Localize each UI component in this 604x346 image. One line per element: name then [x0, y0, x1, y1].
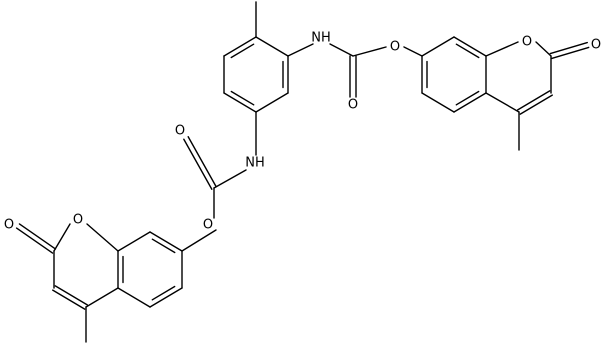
bond-ring5-c-o — [86, 223, 119, 252]
bond-nh-c-top — [329, 43, 354, 57]
bond-ring4-ab-inner — [151, 238, 176, 254]
label-o-lactone-top: O — [591, 38, 601, 53]
bond-ring1-cd — [255, 92, 289, 113]
bond-lactone-top-b — [549, 41, 588, 55]
bond-ring3-o-c — [535, 41, 552, 57]
bond-ring4-de — [117, 287, 151, 308]
bond-nh-c-bottom — [213, 169, 247, 189]
bond-ring1-fa-inner — [230, 43, 255, 59]
label-nh-top: NH — [311, 31, 331, 46]
bond-ring4-ef — [149, 287, 183, 308]
label-o-ring-bottom: O — [73, 213, 83, 228]
bond-lactone-bottom-b — [15, 227, 54, 254]
bond-ring2-de-inner — [455, 90, 480, 106]
bond-ring2-bc — [453, 36, 487, 57]
bond-ring2-ab — [421, 36, 455, 57]
bond-ring5-o-c — [53, 223, 71, 252]
bond-ring1-fa — [223, 36, 257, 57]
bond-oester-ring-bottom — [181, 229, 217, 252]
bond-lines — [15, 1, 590, 343]
bond-ring5-c-fuse — [85, 287, 119, 308]
bond-co-bottom-b — [183, 138, 213, 190]
label-o-ester-bottom: O — [203, 218, 213, 233]
label-o-ring-top: O — [522, 35, 532, 50]
bond-ring1-ab — [255, 36, 289, 57]
bond-lactone-bottom-a — [18, 223, 57, 250]
bond-ring2-de — [453, 92, 487, 113]
bond-co-bottom-a — [187, 136, 217, 188]
bond-ring-nh-top — [287, 43, 314, 57]
bond-ring3-c-o — [485, 41, 519, 57]
bond-ring1-de — [223, 92, 257, 113]
bond-ring5-cc-dbl-b — [54, 285, 88, 306]
bond-ring4-ab — [149, 231, 183, 252]
bond-ring4-bc — [117, 231, 151, 252]
bond-ring4-ef-inner — [151, 285, 176, 301]
bond-ring2-bc-inner — [455, 43, 480, 59]
bond-lactone-top-a — [551, 46, 590, 60]
label-o-lactone-bottom: O — [4, 218, 14, 233]
label-nh-bottom: NH — [245, 156, 265, 171]
bond-ring3-cc-dbl-b — [519, 94, 553, 115]
label-o-ester-top: O — [390, 40, 400, 55]
bond-ring3-cc-dbl-a — [517, 90, 551, 111]
bond-ring2-ef — [421, 92, 455, 113]
label-o-carbonyl-top: O — [348, 98, 358, 113]
bond-ring1-de-inner — [230, 90, 255, 106]
bond-oester-ring-top — [403, 46, 423, 57]
bond-c-oester-top — [352, 46, 387, 57]
bond-ring5-cc-dbl-a — [52, 289, 86, 310]
bond-ring3-c-fuse — [485, 92, 520, 113]
label-o-carbonyl-bottom: O — [175, 124, 185, 139]
atom-labels: NH NH O O O O O O O O — [4, 31, 601, 233]
